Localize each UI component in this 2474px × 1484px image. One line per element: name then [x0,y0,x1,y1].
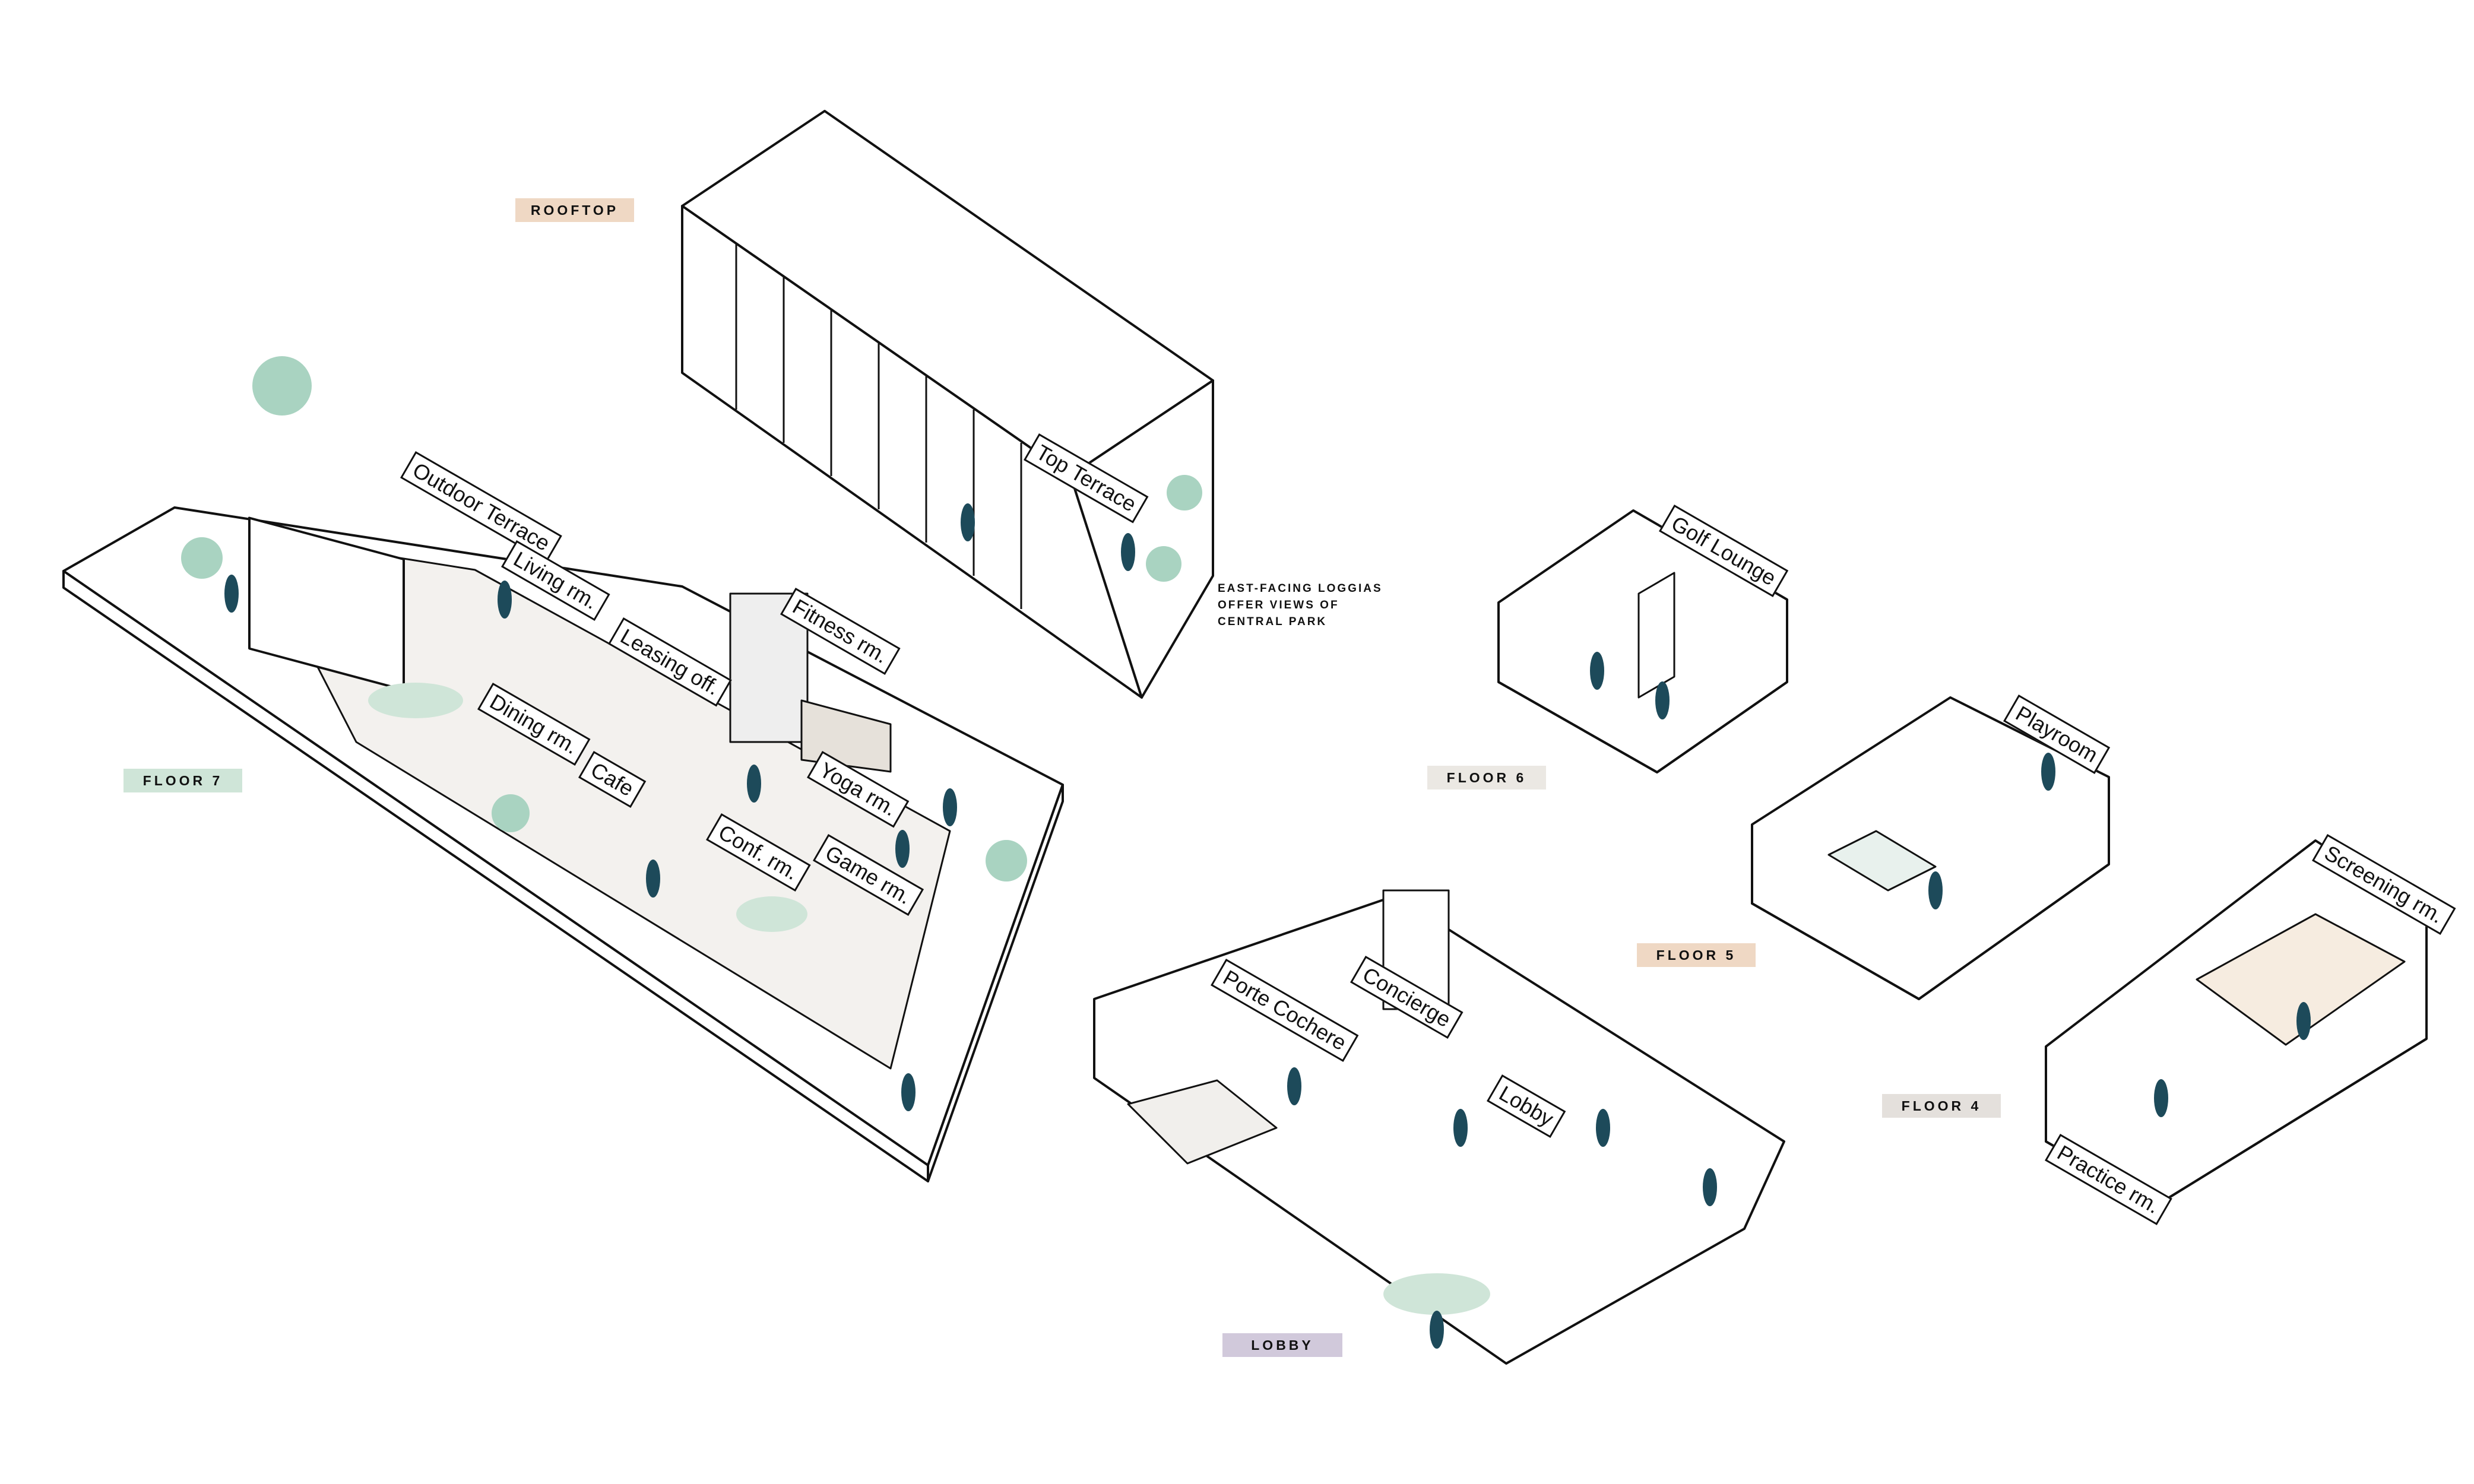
floor-tag-floor5: FLOOR 5 [1637,943,1756,967]
floor6-plan [1497,509,1788,773]
loggia-annotation: EAST-FACING LOGGIAS OFFER VIEWS OF CENTR… [1218,581,1383,630]
floor-tag-label: FLOOR 6 [1446,770,1527,785]
trees [181,356,1490,1315]
floor-tag-rooftop: ROOFTOP [515,198,634,222]
floor-tag-floor4: FLOOR 4 [1882,1094,2001,1118]
rooftop-building [681,110,1214,699]
floor-tag-floor6: FLOOR 6 [1427,766,1546,789]
floor-tag-lobby: LOBBY [1222,1333,1342,1357]
annotation-line: CENTRAL PARK [1218,616,1328,628]
floor-tag-floor7: FLOOR 7 [123,769,242,792]
floor-tag-label: FLOOR 5 [1656,947,1737,963]
people-silhouettes [224,503,2311,1349]
floor-tag-label: ROOFTOP [530,202,619,218]
annotation-line: EAST-FACING LOGGIAS [1218,582,1383,595]
floor4-plan [2045,839,2428,1206]
floor-tag-label: LOBBY [1251,1337,1314,1353]
floor5-plan [1751,696,2110,1000]
annotation-line: OFFER VIEWS OF [1218,599,1339,611]
floor7-plan [62,506,1064,1182]
floor-tag-label: FLOOR 4 [1901,1098,1982,1114]
floor-tag-label: FLOOR 7 [142,773,223,788]
